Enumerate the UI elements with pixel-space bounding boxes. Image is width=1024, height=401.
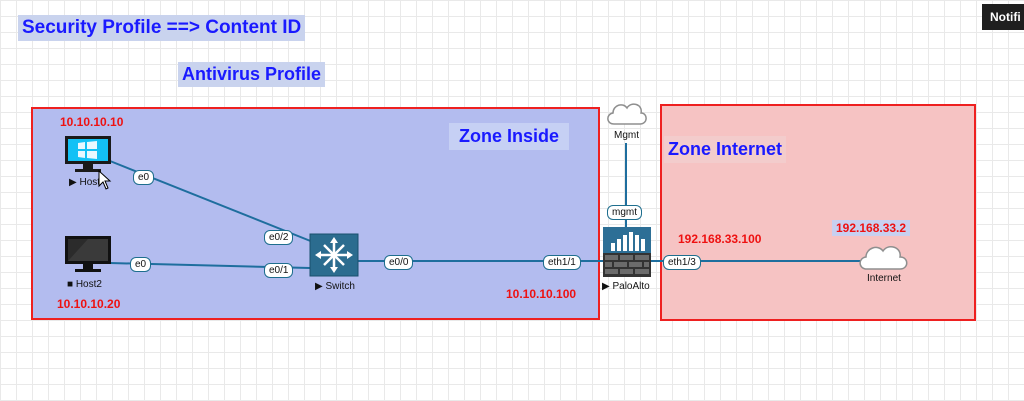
internet-cloud-icon[interactable] (857, 241, 913, 273)
ip-host2: 10.10.10.20 (57, 297, 121, 311)
port-host1-e0[interactable]: e0 (133, 170, 155, 185)
port-paloalto-eth1-3[interactable]: eth1/3 (663, 255, 701, 270)
notification-tab[interactable]: Notifi (982, 4, 1024, 30)
firewall-paloalto-icon[interactable] (602, 226, 652, 278)
ip-internet-gateway: 192.168.33.2 (832, 220, 911, 236)
mouse-pointer-icon (98, 170, 112, 190)
ip-host1: 10.10.10.10 (60, 115, 124, 129)
switch-label: ▶ Switch (315, 281, 355, 292)
port-paloalto-mgmt[interactable]: mgmt (607, 205, 642, 220)
zone-internet-label: Zone Internet (664, 136, 787, 163)
internet-cloud-label: Internet (867, 273, 901, 284)
mgmt-cloud-icon[interactable] (604, 98, 650, 128)
desktop-host1-icon[interactable] (63, 135, 113, 175)
mgmt-cloud-label: Mgmt (614, 130, 639, 141)
desktop-host2-icon[interactable] (63, 235, 113, 275)
switch-icon[interactable] (308, 232, 360, 278)
host1-label: ▶ Host (69, 177, 101, 188)
port-host2-e0[interactable]: e0 (130, 257, 152, 272)
page-subtitle: Antivirus Profile (178, 62, 326, 87)
port-switch-e0-0[interactable]: e0/0 (384, 255, 414, 270)
port-paloalto-eth1-1[interactable]: eth1/1 (543, 255, 581, 270)
port-switch-e0-1[interactable]: e0/1 (264, 263, 294, 278)
ip-inside-gateway: 10.10.10.100 (506, 287, 577, 301)
page-title: Security Profile ==> Content ID (18, 15, 306, 41)
zone-inside-label: Zone Inside (449, 123, 570, 150)
host2-label: ■ Host2 (67, 279, 102, 290)
port-switch-e0-2[interactable]: e0/2 (264, 230, 294, 245)
ip-paloalto-outside: 192.168.33.100 (678, 232, 762, 246)
paloalto-label: ▶ PaloAlto (602, 281, 650, 292)
